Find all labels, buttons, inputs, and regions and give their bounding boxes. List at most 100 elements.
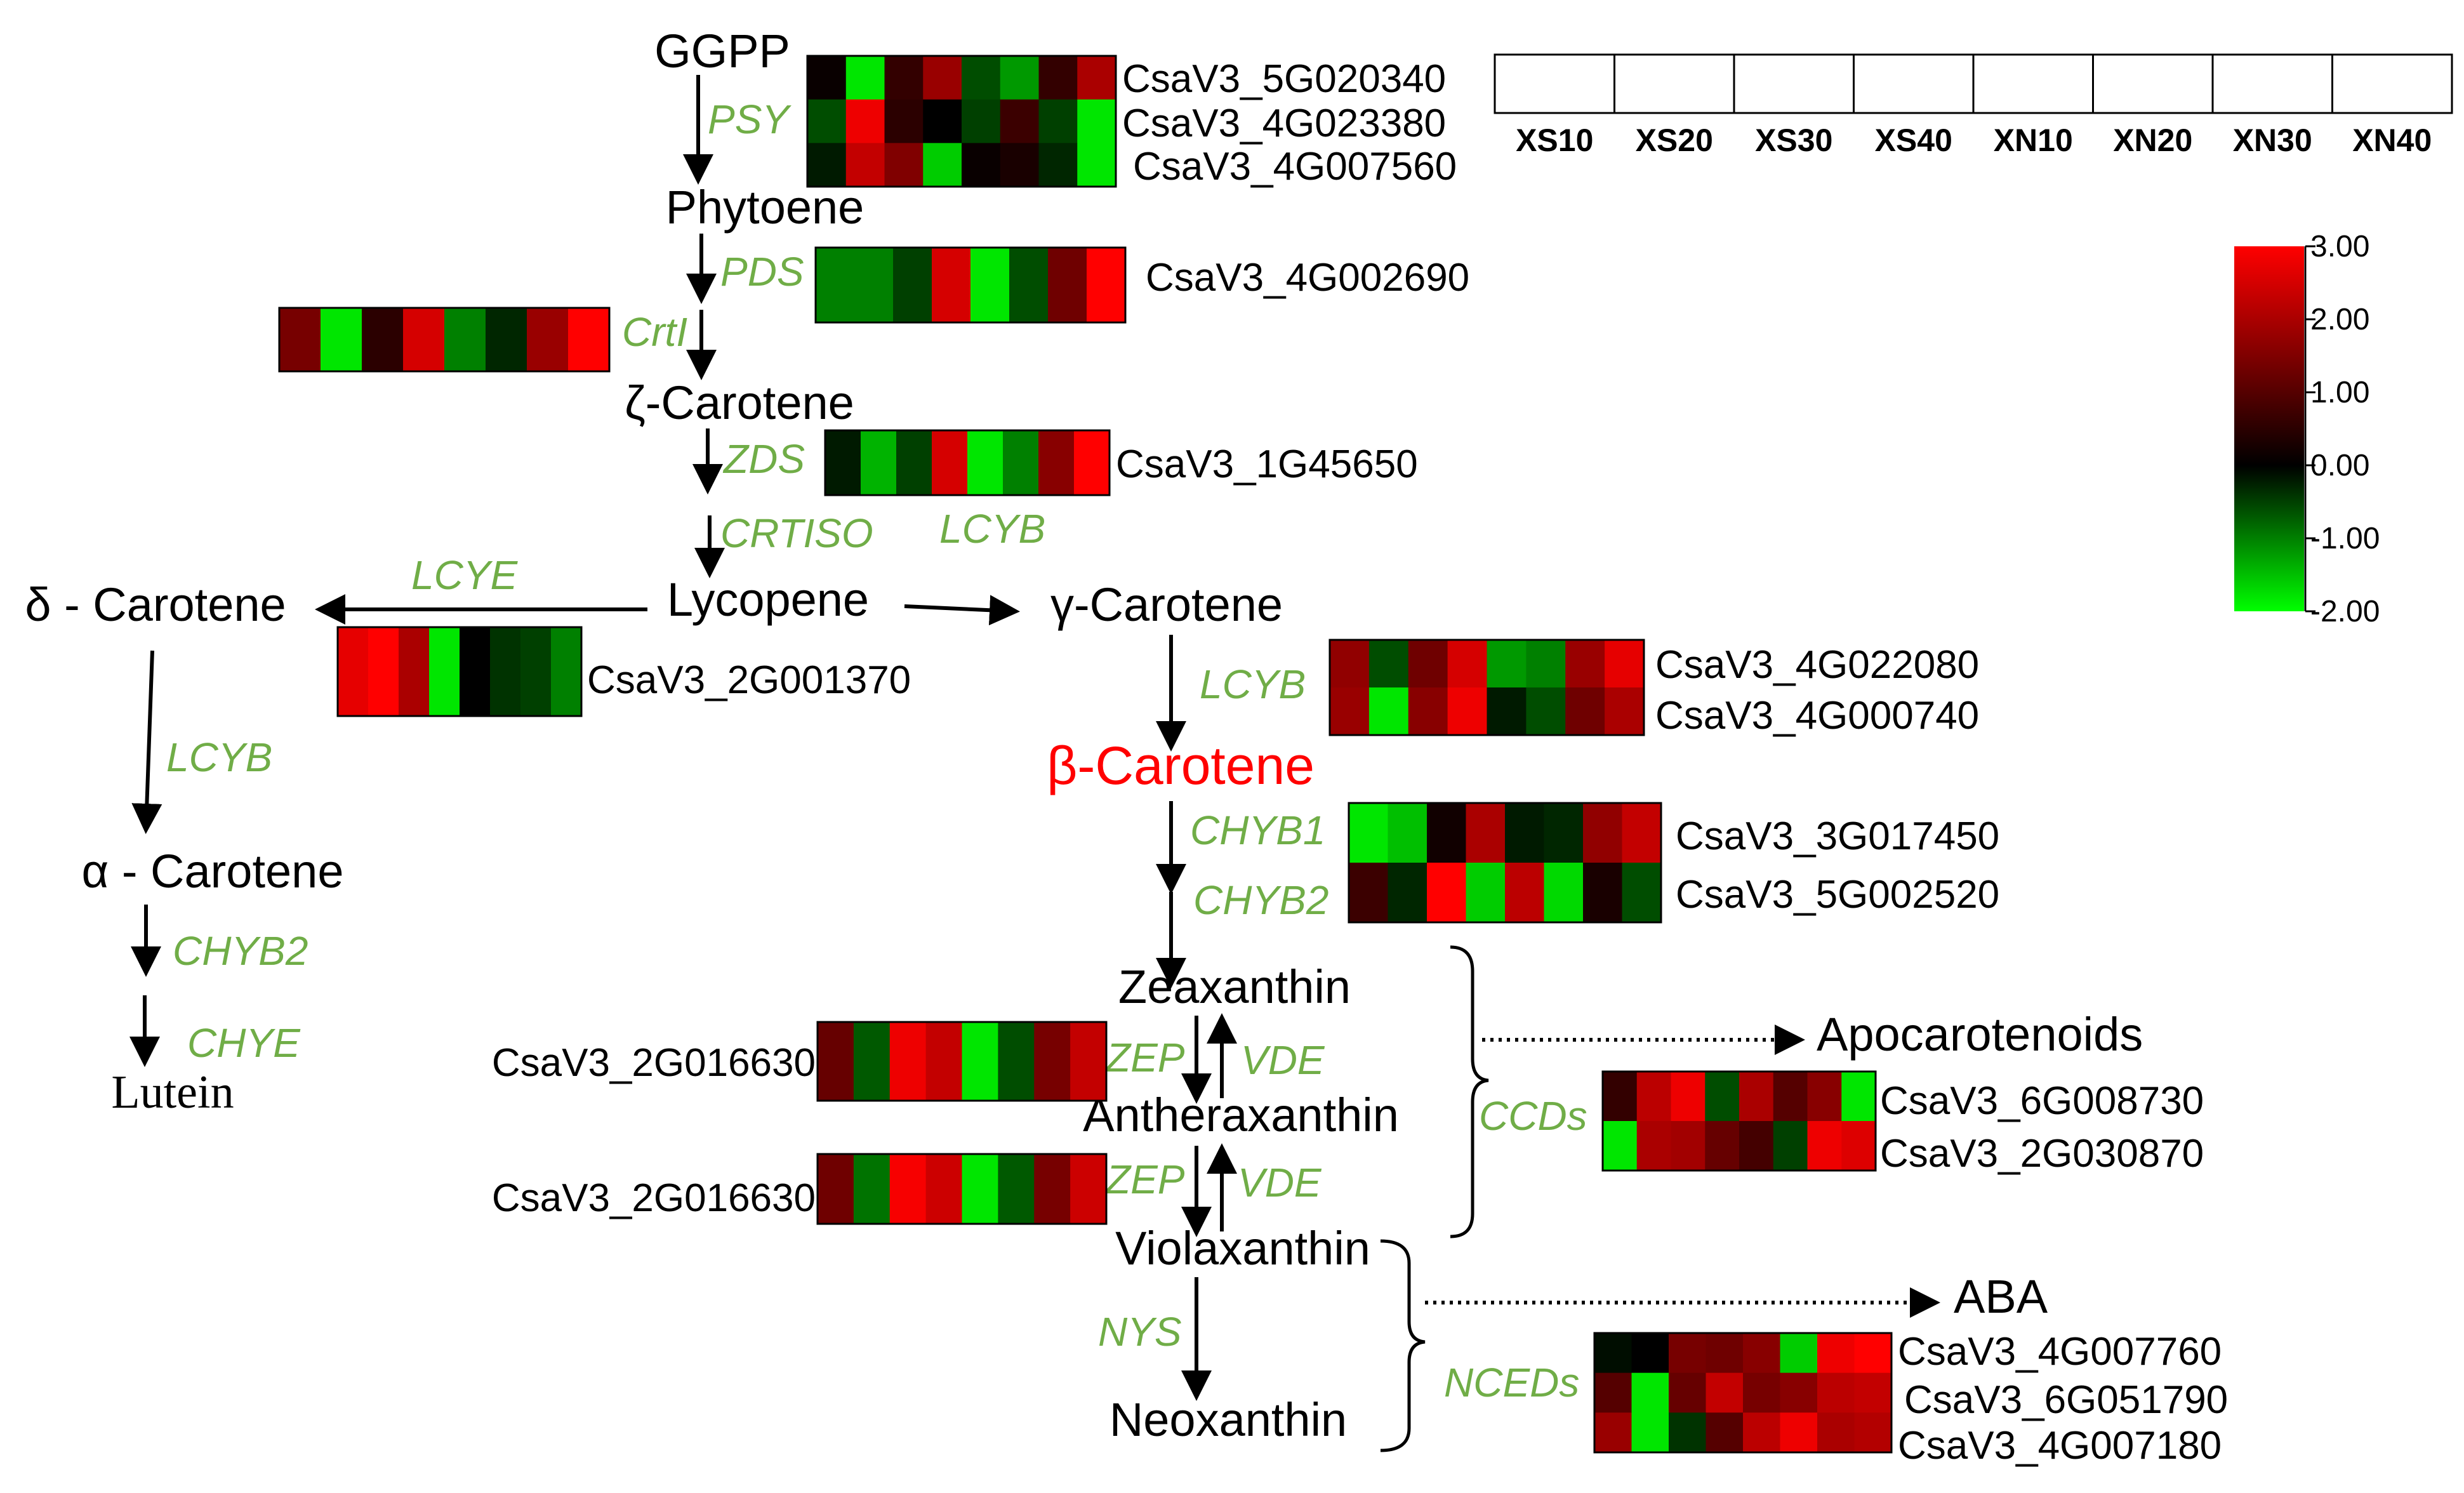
heatmap-cell: [1408, 640, 1448, 688]
arrow-lycopene-gamma: [904, 595, 1020, 626]
gene-label: CsaV3_2G001370: [587, 658, 911, 702]
heatmap-cell: [1780, 1372, 1818, 1413]
heatmap-cell: [1070, 1022, 1107, 1101]
heatmap-cell: [967, 430, 1003, 496]
heatmap-cell: [1594, 1333, 1633, 1374]
heatmap-cell: [1780, 1333, 1818, 1374]
zeta-carotene-label: ζ-Carotene: [625, 376, 854, 429]
heatmap-cell: [1368, 640, 1409, 688]
heatmap-cell: [1807, 1121, 1842, 1171]
heatmap-cell: [1705, 1121, 1740, 1171]
heatmap-cell: [853, 1022, 891, 1101]
heatmap-cell: [1000, 56, 1040, 100]
heatmap-cell: [1817, 1333, 1855, 1374]
nceds-enzyme-label: NCEDs: [1444, 1360, 1579, 1405]
heatmap-cell: [1854, 1372, 1892, 1413]
heatmap-cell: [1077, 99, 1116, 143]
heatmap-cell: [1565, 687, 1605, 736]
heatmap-cell: [1544, 863, 1584, 923]
heatmap-cell: [1034, 1022, 1071, 1101]
heatmap-cell: [1841, 1072, 1876, 1122]
gene-label: CsaV3_3G017450: [1676, 814, 1999, 858]
brace-violaxanthin-neoxanthin: [1380, 1239, 1426, 1452]
heatmap-cell: [1565, 640, 1605, 688]
gene-label: CsaV3_1G45650: [1116, 442, 1418, 486]
heatmap-cell: [861, 430, 897, 496]
heatmap-cell: [923, 56, 962, 100]
heatmap-cell: [1671, 1121, 1706, 1171]
heatmap-cell: [925, 1154, 963, 1224]
heatmap-nceds: CsaV3_4G007760 CsaV3_6G051790 CsaV3_4G00…: [1593, 1330, 2228, 1468]
sample-label: XS10: [1516, 123, 1593, 158]
heatmap-cell: [1594, 1372, 1633, 1413]
heatmap-cell: [853, 1154, 891, 1224]
heatmap-cell: [1487, 640, 1527, 688]
heatmap-cell: [403, 308, 445, 372]
heatmap-cell: [962, 1022, 998, 1101]
heatmap-cell: [1743, 1333, 1781, 1374]
lcyb-enzyme-label-top: LCYB: [939, 506, 1045, 552]
heatmap-cell: [1807, 1072, 1842, 1122]
zeaxanthin-label: Zeaxanthin: [1118, 960, 1351, 1013]
heatmap-cell: [1603, 1072, 1638, 1122]
heatmap-cell: [998, 1022, 1035, 1101]
heatmap-cell: [1773, 1121, 1808, 1171]
ggpp-label: GGPP: [654, 25, 790, 77]
heatmap-cell: [1388, 803, 1427, 863]
heatmap-cell: [1631, 1333, 1669, 1374]
vde-enzyme-label-2: VDE: [1238, 1160, 1322, 1205]
heatmap-cell: [1447, 640, 1488, 688]
heatmap-cell: [1077, 56, 1116, 100]
heatmap-cell: [1526, 640, 1566, 688]
heatmap-cell: [1000, 99, 1040, 143]
heatmap-cell: [1671, 1072, 1706, 1122]
heatmap-psy: CsaV3_5G020340 CsaV3_4G023380 CsaV3_4G00…: [806, 55, 1457, 189]
gene-label: CsaV3_4G000740: [1655, 694, 1979, 738]
heatmap-cell: [1603, 1121, 1638, 1171]
heatmap-cell: [889, 1154, 927, 1224]
gene-label: CsaV3_5G002520: [1676, 873, 1999, 917]
heatmap-cell: [1669, 1372, 1707, 1413]
scale-tick-label: 1.00: [2310, 376, 2369, 409]
heatmap-cell: [818, 1022, 854, 1101]
heatmap-cell: [1505, 803, 1545, 863]
heatmap-cell: [1074, 430, 1110, 496]
heatmap-cell: [893, 248, 932, 323]
heatmap-cell: [520, 627, 552, 717]
heatmap-cell: [925, 1022, 963, 1101]
violaxanthin-label: Violaxanthin: [1115, 1222, 1370, 1275]
heatmap-crti: [278, 307, 611, 373]
heatmap-cell: [1349, 803, 1389, 863]
nys-enzyme-label: NYS: [1098, 1309, 1182, 1355]
gene-label: CsaV3_4G007180: [1898, 1424, 2222, 1468]
heatmap-cell: [1038, 430, 1075, 496]
heatmap-zep-2: CsaV3_2G016630: [492, 1153, 1108, 1225]
heatmap-cell: [1087, 248, 1126, 323]
heatmap-cell: [1003, 430, 1039, 496]
brace-xanthophylls: [1450, 945, 1489, 1238]
heatmap-cell: [444, 308, 486, 372]
heatmap-cell: [368, 627, 399, 717]
heatmap-cell: [825, 430, 861, 496]
heatmap-cell: [1077, 143, 1116, 187]
heatmap-cell: [1009, 248, 1049, 323]
heatmap-cell: [1669, 1333, 1707, 1374]
heatmap-cell: [1605, 640, 1645, 688]
alpha-carotene-label: α - Carotene: [82, 845, 344, 898]
lcyb-enzyme-label-left: LCYB: [166, 734, 272, 780]
heatmap-zep-1: CsaV3_2G016630: [492, 1021, 1108, 1102]
heatmap-chyb: CsaV3_3G017450 CsaV3_5G002520: [1348, 802, 1999, 924]
gene-label: CsaV3_4G007760: [1898, 1330, 2222, 1374]
heatmap-ccds: CsaV3_6G008730 CsaV3_2G030870: [1601, 1070, 2204, 1176]
crtiso-enzyme-label: CRTISO: [720, 510, 873, 556]
heatmap-cell: [1048, 248, 1087, 323]
heatmap-cell: [338, 627, 369, 717]
heatmap-lcyb: CsaV3_4G022080 CsaV3_4G000740: [1328, 639, 1979, 738]
heatmap-cell: [1368, 687, 1409, 736]
heatmap-cell: [1841, 1121, 1876, 1171]
color-scale-legend: 3.002.001.000.00-1.00-2.00: [2234, 230, 2380, 628]
heatmap-cell: [998, 1154, 1035, 1224]
heatmap-cell: [884, 143, 924, 187]
heatmap-lcye: CsaV3_2G001370: [336, 626, 911, 717]
